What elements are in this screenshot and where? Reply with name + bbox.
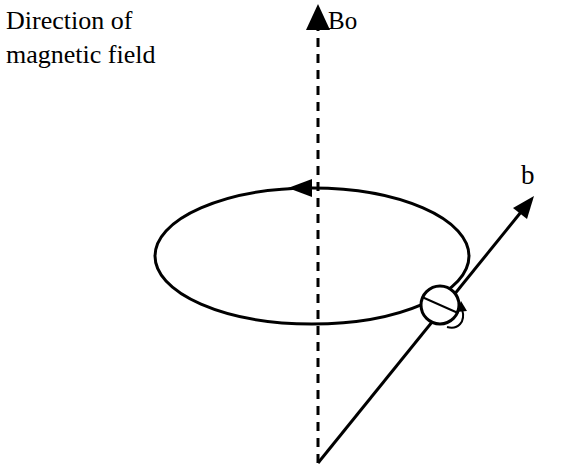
spin-arrowhead	[513, 196, 534, 219]
spinning-particle	[421, 286, 459, 324]
orbit-arrowhead	[288, 179, 312, 197]
spin-symbol: b	[521, 158, 535, 192]
spin-rotation-arrowhead	[456, 301, 467, 312]
field-symbol: Bo	[328, 4, 357, 38]
spin-axis	[318, 212, 521, 463]
particle-equator	[422, 297, 458, 313]
axis-caption: Direction of magnetic field	[6, 4, 206, 72]
spin-rotation-arrow	[447, 309, 463, 328]
precession-orbit	[155, 188, 469, 324]
field-arrowhead	[306, 4, 330, 30]
field-axis	[317, 26, 320, 463]
